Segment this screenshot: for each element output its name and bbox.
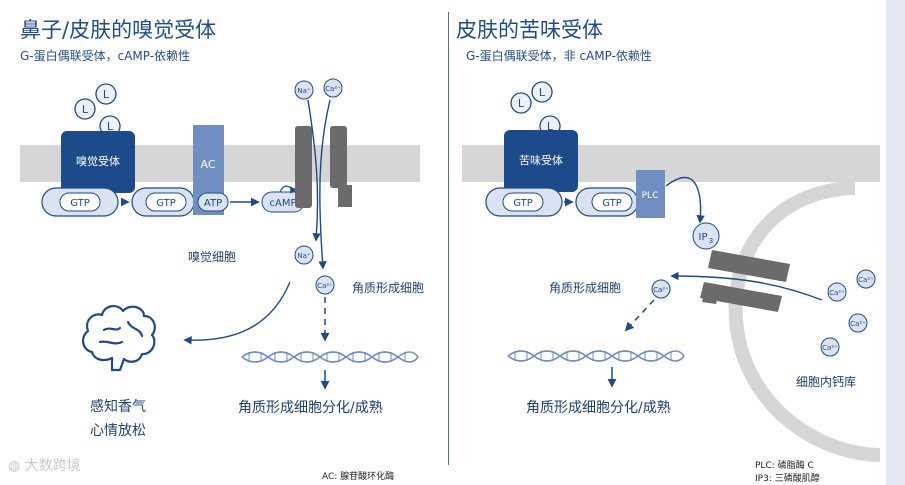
gtp-pill [59,192,101,212]
bitter-receptor-label: 苦味受体 [519,153,563,167]
left-outcome-label: 角质形成细胞分化/成熟 [238,400,383,416]
watermark: ◍ 大数跨境 [8,455,81,475]
calcium-store-label: 细胞内钙库 [796,375,857,389]
ligand-circle [95,83,117,105]
left-keratinocyte-label: 角质形成细胞 [352,281,425,295]
atp-pill [197,192,229,212]
na-ion-text: Na⁺ [297,87,311,95]
ligand-circle [74,98,96,120]
ca-ion [848,313,868,333]
ca-ion [315,275,335,295]
left-panel-subtitle: G-蛋白偶联受体，cAMP-依赖性 [20,49,191,63]
bitter-receptor [504,130,578,192]
na-ion-text: Na⁺ [297,252,311,260]
ip3-footnote: IP3: 三磷酸肌醇 [755,474,820,484]
gtp-text: GTP [70,198,90,209]
olfactory-receptor [61,131,135,193]
ligand-circle [531,81,553,103]
na-ion [294,80,314,100]
ca-ion [827,282,847,302]
olfactory-receptor-label: 嗅觉受体 [76,154,120,168]
ligand-text: L [103,88,110,101]
right-outcome-label: 角质形成细胞分化/成熟 [526,400,671,416]
plc-enzyme [636,170,665,218]
ac-footnote: AC: 腺苷酸环化酶 [322,472,395,482]
ligand-text: L [547,120,554,133]
ligand-text: L [82,103,89,116]
ca-ion [820,337,840,357]
ca-ion [651,279,671,299]
gtp-text: GTP [602,198,622,209]
ca-ion-text: Ca²⁺ [829,289,845,297]
ca-ion-text: Ca²⁺ [317,282,333,290]
gtp-pill [502,192,544,212]
ca-ion [323,78,343,98]
ca-ion-text: Ca²⁺ [822,344,838,352]
brain-icon [82,305,156,372]
watermark-logo-icon: ◍ [8,458,21,474]
cation-channel [295,126,352,208]
watermark-text: 大数跨境 [24,458,81,474]
ca-ion-text: Ca²⁺ [653,286,669,294]
gtp-pill [591,192,633,212]
dna-helix-right [507,350,685,362]
ca-ion-text: Ca²⁺ [850,320,866,328]
na-ion [294,245,314,265]
right-ligands: L L L [510,81,561,137]
ligand-circle [510,92,532,114]
brain-effect-line1: 感知香气 [90,399,146,415]
right-panel-title: 皮肤的苦味受体 [456,18,603,42]
ip3-text: IP [699,232,708,243]
left-panel-title: 鼻子/皮肤的嗅觉受体 [20,18,217,42]
calcium-store-membrane [728,181,881,462]
ip3-receptor-channel [700,250,790,312]
gtp-pill [145,192,187,212]
atp-text: ATP [204,198,222,209]
left-ligands: L L L [74,83,121,137]
gtp-text: GTP [156,198,176,209]
camp-text: cAMP [270,198,297,209]
panel-divider [448,12,449,465]
right-keratinocyte-label: 角质形成细胞 [549,281,622,295]
plc-label: PLC [642,191,659,201]
ac-label: AC [200,158,215,171]
dna-helix-left [241,351,419,363]
right-panel-subtitle: G-蛋白偶联受体，非 cAMP-依赖性 [466,49,652,63]
ca-ion-text: Ca²⁺ [325,85,341,93]
plc-footnote: PLC: 磷脂酶 C [755,461,814,471]
side-scroll-strip [886,0,905,485]
ligand-text: L [518,97,525,110]
ip3-molecule [692,222,720,250]
ip3-sub: 3 [709,237,713,245]
ligand-text: L [107,120,114,133]
brain-effect-line2: 心情放松 [90,423,146,439]
ca-ion-text: Ca²⁺ [858,276,874,284]
olfactory-cell-label: 嗅觉细胞 [188,250,237,264]
ca-ion [856,269,876,289]
ligand-text: L [539,86,546,99]
gtp-text: GTP [513,198,533,209]
